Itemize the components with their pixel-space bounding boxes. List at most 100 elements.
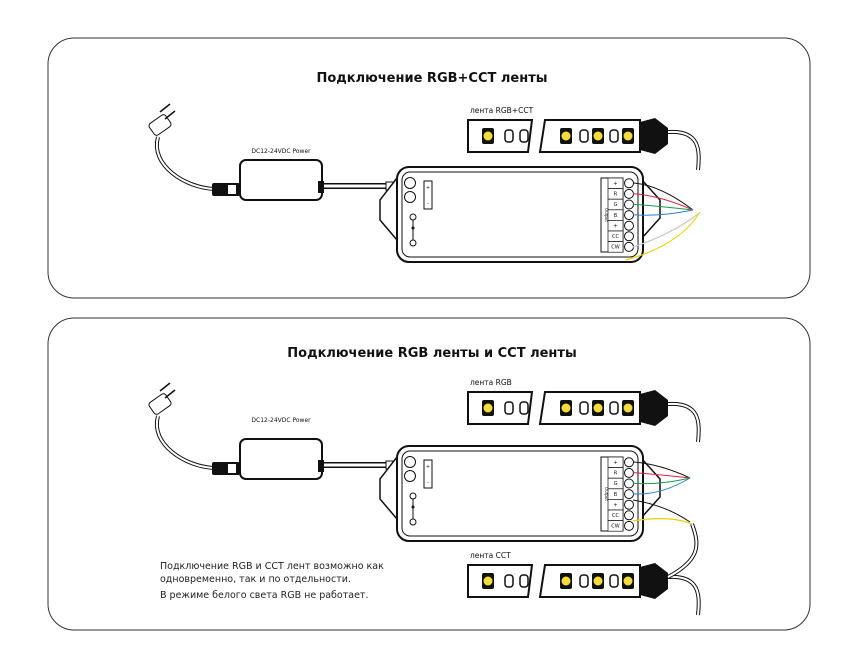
terminal-screw — [624, 210, 634, 221]
plug-pin — [159, 103, 171, 113]
resistor — [579, 401, 589, 415]
panel-1-title: Подключение RGB+CCT ленты — [316, 71, 547, 86]
wire — [632, 193, 694, 211]
terminal-cell — [607, 241, 624, 253]
terminal-screw — [624, 188, 634, 199]
note-2: В режиме белого света RGB не работает. — [160, 590, 369, 601]
button-icon — [409, 518, 417, 526]
panel-2-title: Подключение RGB ленты и CCT ленты — [287, 346, 576, 361]
wire — [632, 182, 694, 211]
psu-label-1: DC12-24VDC Power — [251, 148, 311, 155]
terminal-label-plus: + — [613, 502, 617, 508]
strip-rgb-cable-inner — [667, 402, 700, 443]
controller-inner — [401, 171, 639, 258]
strip-rgb-cable — [667, 401, 701, 443]
controller — [396, 166, 644, 263]
button-icon — [409, 239, 417, 247]
output-caption: Output — [604, 208, 609, 222]
cct-cable-inner — [667, 523, 698, 578]
resistor — [519, 574, 529, 588]
button-dot — [411, 505, 415, 509]
strip-label-rgbcct: лента RGB+CCT — [470, 106, 534, 115]
terminal-label-cw: CW — [611, 524, 619, 530]
wire-cw-yellow — [632, 518, 693, 525]
strip-cct-connector — [640, 563, 668, 599]
terminal-screw — [624, 467, 634, 478]
led-light — [593, 576, 603, 586]
input-label-plus: + — [426, 185, 430, 191]
led-light — [593, 131, 603, 141]
mount-ear-left — [379, 177, 398, 241]
wire — [632, 461, 691, 479]
wire — [632, 209, 694, 216]
led-light — [561, 576, 571, 586]
input-label-minus: - — [427, 480, 429, 486]
terminal-label-g: G — [614, 202, 618, 208]
terminal-label-cw: CW — [611, 245, 619, 251]
input-terminal-minus — [404, 191, 416, 203]
input-label-block — [423, 180, 433, 210]
input-label-plus: + — [426, 464, 430, 470]
mount-ear-right — [641, 179, 661, 239]
input-terminal-minus — [404, 470, 416, 482]
strip-rgbcct-cable — [667, 129, 701, 171]
plug-pin — [159, 382, 171, 392]
input-label-block — [423, 459, 433, 489]
resistor — [519, 129, 529, 143]
psu-label-2: DC12-24VDC Power — [251, 417, 311, 424]
terminal-screw — [624, 510, 634, 521]
terminal-label-plus: + — [613, 460, 617, 466]
plug-icon — [148, 114, 172, 136]
button-dot — [411, 226, 415, 230]
input-label-minus: - — [427, 201, 429, 207]
strip-label-cct: лента CCT — [470, 551, 511, 560]
input-terminal-plus — [404, 177, 416, 189]
terminal-label-b: B — [614, 213, 618, 219]
psu-connector-marker — [228, 185, 236, 194]
terminal-screw — [624, 231, 634, 242]
resistor — [504, 574, 514, 588]
resistor — [609, 129, 619, 143]
led-light — [483, 403, 493, 413]
terminal-label-plus: + — [613, 223, 617, 229]
plug-pin — [164, 110, 176, 120]
strip-cct-cable — [667, 574, 701, 616]
led-light — [623, 131, 633, 141]
terminal-screw — [624, 478, 634, 489]
led-light — [623, 576, 633, 586]
psu-output-grommet — [318, 181, 324, 193]
input-terminal-plus — [404, 456, 416, 468]
power-cord-inner — [155, 136, 216, 190]
terminal-screw — [624, 489, 634, 500]
strip-rgbcct-cable-inner — [667, 130, 700, 171]
wire — [632, 203, 694, 211]
strip-label-rgb: лента RGB — [470, 378, 512, 387]
wire — [632, 477, 691, 485]
terminal-screw — [624, 241, 634, 252]
terminal-screw — [624, 457, 634, 468]
resistor — [504, 401, 514, 415]
terminal-label-cc: CC — [612, 513, 619, 519]
output-caption: Output — [604, 487, 609, 501]
controller-inner — [401, 450, 639, 537]
resistor — [579, 129, 589, 143]
terminal-label-r: R — [614, 471, 618, 477]
note-1: Подключение RGB и CCT лент возможно как … — [160, 560, 384, 586]
strip-rgbcct-connector — [640, 118, 668, 154]
power-supply — [239, 438, 323, 480]
strip-rgb-connector — [640, 390, 668, 426]
led-light — [561, 403, 571, 413]
note-line: Подключение RGB и CCT лент возможно как — [160, 561, 384, 572]
terminal-label-b: B — [614, 492, 618, 498]
led-light — [623, 403, 633, 413]
power-cord-inner — [155, 415, 216, 469]
panel-rgbcct — [47, 37, 811, 299]
terminal-screw — [624, 199, 634, 210]
wire — [632, 477, 691, 495]
psu-output-grommet — [318, 460, 324, 472]
terminal-label-cc: CC — [612, 234, 619, 240]
psu-connector-marker — [228, 464, 236, 473]
led-light — [483, 131, 493, 141]
wire — [632, 472, 691, 479]
